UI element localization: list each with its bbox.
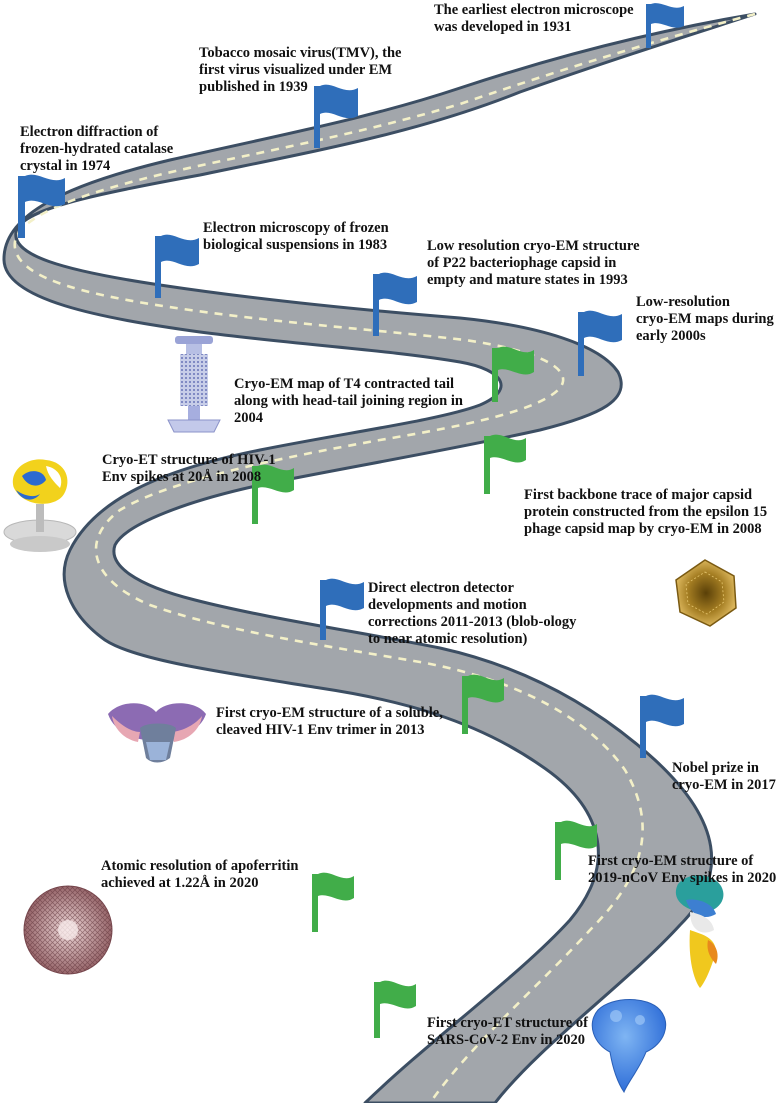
milestone-m1-text: The earliest electron microscope was dev… xyxy=(434,2,634,35)
flag-m8-icon xyxy=(252,464,294,524)
flag-m7-icon xyxy=(492,346,534,402)
milestone-m4-text: Electron microscopy of frozen biological… xyxy=(203,220,389,253)
road-center-line xyxy=(13,12,756,1104)
milestone-m12-text: Nobel prize in cryo-EM in 2017 xyxy=(672,760,776,793)
milestone-m9-text: First backbone trace of major capsid pro… xyxy=(524,487,768,537)
flag-m6-icon xyxy=(578,310,622,376)
flag-m15-icon xyxy=(374,980,416,1038)
milestone-m2-text: Tobacco mosaic virus(TMV), the first vir… xyxy=(199,45,402,95)
flag-m1-icon xyxy=(646,3,684,48)
flag-m12-icon xyxy=(640,694,684,758)
milestone-m6-text: Low-resolution cryo-EM maps during early… xyxy=(636,294,774,344)
flag-m5-icon xyxy=(373,272,417,336)
milestone-m3-text: Electron diffraction of frozen-hydrated … xyxy=(20,124,174,174)
phage-tail-structure-icon xyxy=(167,336,221,433)
milestone-m11-text: First cryo-EM structure of a soluble, cl… xyxy=(216,705,443,738)
milestone-m8-text: Cryo-ET structure of HIV-1 Env spikes at… xyxy=(102,452,276,485)
flag-m14-icon xyxy=(312,872,354,932)
hiv-env-spike-icon xyxy=(3,459,77,552)
sars-cov-2-env-icon xyxy=(591,999,667,1094)
milestone-m14-text: Atomic resolution of apoferritin achieve… xyxy=(101,858,299,891)
flag-m9-icon xyxy=(484,434,526,494)
milestone-m10-text: Direct electron detector developments an… xyxy=(368,580,577,647)
milestone-m15-text: First cryo-ET structure of SARS-CoV-2 En… xyxy=(427,1015,588,1048)
ncov-spike-icon xyxy=(675,875,724,988)
env-trimer-icon xyxy=(108,703,206,763)
flag-m10-icon xyxy=(320,578,364,640)
icosahedral-capsid-icon xyxy=(675,559,737,627)
milestone-m13-text: First cryo-EM structure of 2019-nCoV Env… xyxy=(588,853,777,886)
road-surface xyxy=(2,12,757,1105)
flag-m2-icon xyxy=(314,84,358,148)
flag-m4-icon xyxy=(155,234,199,298)
flag-m3-icon xyxy=(18,174,65,238)
flag-m11-icon xyxy=(462,674,504,734)
milestone-m7-text: Cryo-EM map of T4 contracted tail along … xyxy=(234,376,463,426)
flag-m13-icon xyxy=(555,820,597,880)
apoferritin-cage-icon xyxy=(23,885,113,975)
milestone-m5-text: Low resolution cryo-EM structure of P22 … xyxy=(427,238,640,288)
